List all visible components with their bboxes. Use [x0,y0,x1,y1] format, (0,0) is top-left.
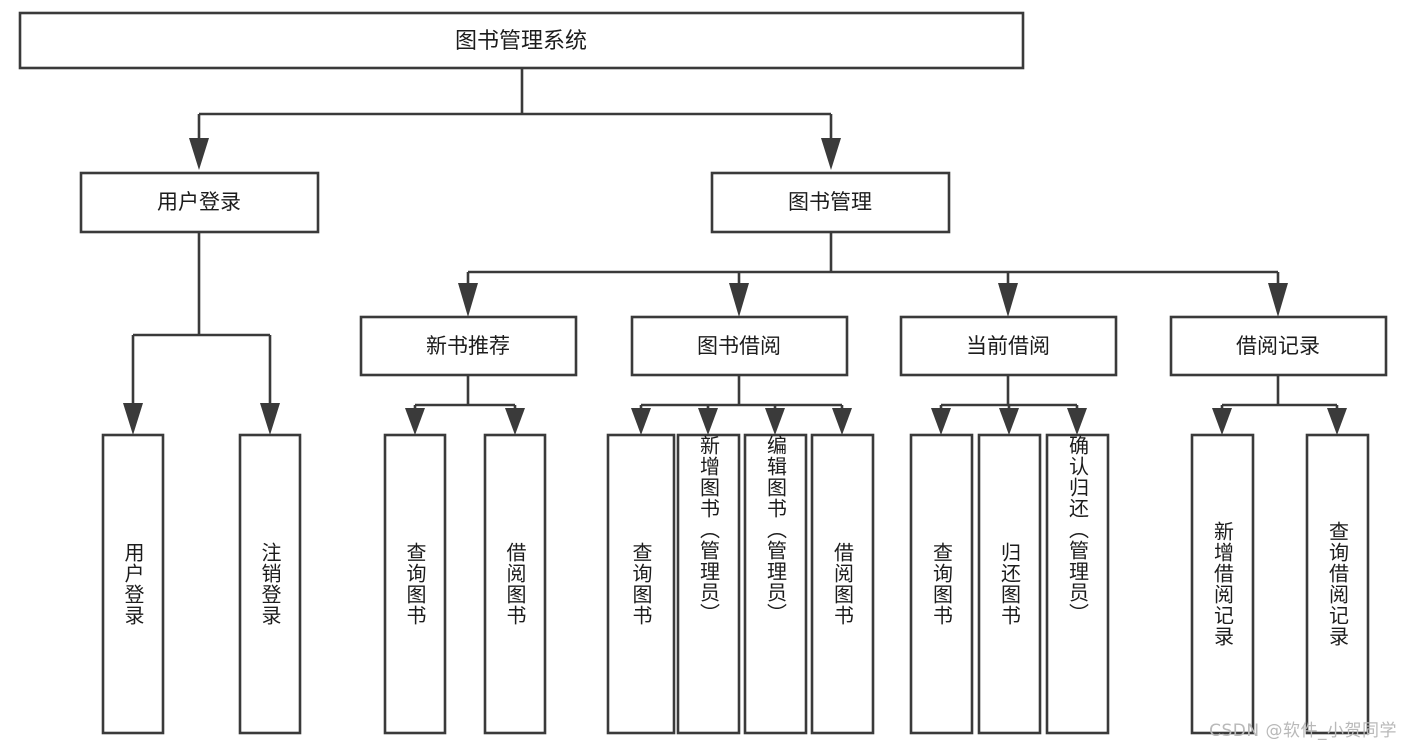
node-book-manage-label: 图书管理 [788,190,872,214]
node-root[interactable]: 图书管理系统 [18,11,1025,70]
arrowhead-bb-leaf1 [631,408,651,435]
node-book-manage[interactable]: 图书管理 [710,171,951,234]
node-root-label: 图书管理系统 [455,29,587,54]
arrowhead-bb-leaf3 [765,408,785,435]
arrowhead-nbr-leaf2 [505,408,525,435]
leaf-group-book-borrow [606,433,875,735]
connector-group-new-book-recommend [405,375,525,435]
leaf-box-nbr-1[interactable] [383,433,447,735]
leaf-box-user-login-2[interactable] [238,433,302,735]
node-user-login[interactable]: 用户登录 [79,171,320,234]
leaf-box-br-2[interactable] [1305,433,1370,735]
leaf-box-user-login-1[interactable] [101,433,165,735]
arrowhead-cb-leaf2 [999,408,1019,435]
connector-group-root [189,68,841,170]
node-new-book-recommend-label: 新书推荐 [426,334,510,358]
arrowhead-cb-leaf1 [931,408,951,435]
node-current-borrow-label: 当前借阅 [966,334,1050,358]
arrowhead-br-leaf2 [1327,408,1347,435]
arrowhead-bb-leaf4 [832,408,852,435]
connector-group-book-manage [458,232,1288,317]
connector-group-current-borrow [931,375,1087,435]
arrowhead-borrow-record [1268,283,1288,317]
leaf-box-bb-4[interactable] [810,433,875,735]
leaf-box-bb-1[interactable] [606,433,676,735]
leaf-group-borrow-record [1190,433,1370,735]
arrowhead-ul-leaf2 [260,403,280,435]
node-new-book-recommend-box[interactable] [359,315,578,377]
node-root-box[interactable] [18,11,1025,70]
watermark: CSDN @软件_小贺同学 [1209,721,1397,741]
node-user-login-box[interactable] [79,171,320,234]
connector-group-book-borrow [631,375,852,435]
leaf-box-nbr-2[interactable] [483,433,547,735]
arrowhead-new-book-recommend [458,283,478,317]
connector-group-borrow-record [1212,375,1347,435]
arrowhead-book-manage [821,138,841,170]
node-new-book-recommend[interactable]: 新书推荐 [359,315,578,377]
node-book-borrow-label: 图书借阅 [697,334,781,358]
node-borrow-record-box[interactable] [1169,315,1388,377]
node-current-borrow-box[interactable] [899,315,1118,377]
leaf-box-cb-2[interactable] [977,433,1042,735]
leaf-group-new-book-recommend [383,433,547,735]
leaf-box-cb-3[interactable] [1045,433,1110,735]
node-borrow-record[interactable]: 借阅记录 [1169,315,1388,377]
leaf-box-cb-1[interactable] [909,433,974,735]
leaf-group-current-borrow [909,433,1110,735]
arrowhead-nbr-leaf1 [405,408,425,435]
arrowhead-br-leaf1 [1212,408,1232,435]
node-borrow-record-label: 借阅记录 [1236,334,1320,358]
arrowhead-cb-leaf3 [1067,408,1087,435]
arrowhead-book-borrow [729,283,749,317]
node-book-borrow-box[interactable] [630,315,849,377]
leaf-box-bb-3[interactable] [743,433,808,735]
node-current-borrow[interactable]: 当前借阅 [899,315,1118,377]
arrowhead-ul-leaf1 [123,403,143,435]
node-user-login-label: 用户登录 [157,190,241,214]
arrowhead-user-login [189,138,209,170]
leaf-group-user-login [101,433,302,735]
node-book-borrow[interactable]: 图书借阅 [630,315,849,377]
arrowhead-bb-leaf2 [698,408,718,435]
node-book-manage-box[interactable] [710,171,951,234]
leaf-box-bb-2[interactable] [676,433,741,735]
leaf-box-br-1[interactable] [1190,433,1255,735]
connector-group-user-login [123,232,280,435]
arrowhead-current-borrow [998,283,1018,317]
